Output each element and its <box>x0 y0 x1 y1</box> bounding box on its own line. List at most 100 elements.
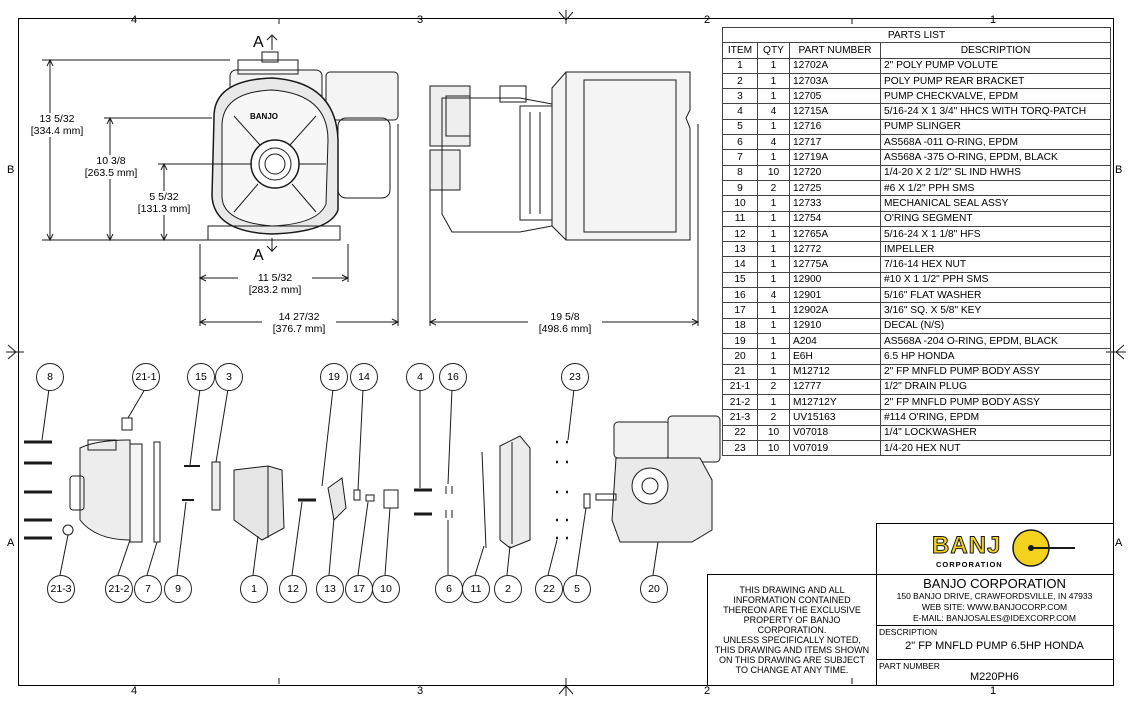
part-item: 19 <box>722 332 758 350</box>
part-qty: 2 <box>757 378 790 396</box>
balloon-item: 20 <box>640 575 668 603</box>
part-description: AS568A -375 O-RING, EPDM, BLACK <box>880 149 1111 166</box>
part-number: 12716 <box>789 118 881 136</box>
balloon-item: 6 <box>435 575 463 603</box>
part-item: 14 <box>722 256 758 273</box>
balloon-item: 22 <box>535 575 563 603</box>
part-description: 6.5 HP HONDA <box>880 348 1111 365</box>
balloon-item: 8 <box>36 363 64 391</box>
part-description: 1/2" DRAIN PLUG <box>880 378 1111 396</box>
dim-overall-height: 13 5/32[334.4 mm] <box>22 113 92 137</box>
part-number: 12717 <box>789 134 881 151</box>
change-notice: UNLESS SPECIFICALLY NOTED, THIS DRAWING … <box>714 635 870 675</box>
balloon-item: 21-1 <box>132 363 160 391</box>
part-description: AS568A -204 O-RING, EPDM, BLACK <box>880 332 1111 350</box>
part-number: 12902A <box>789 302 881 319</box>
dim-base-width: 11 5/32[283.2 mm] <box>238 272 312 296</box>
part-qty: 1 <box>757 225 790 243</box>
part-qty: 1 <box>757 256 790 273</box>
description-label: DESCRIPTION <box>879 627 938 637</box>
zone-left-a: A <box>7 537 15 549</box>
banjo-logo-sub: CORPORATION <box>936 560 1003 569</box>
part-number: V07018 <box>789 424 881 442</box>
col-description: DESCRIPTION <box>880 42 1111 59</box>
part-item: 13 <box>722 241 758 258</box>
part-qty: 1 <box>757 348 790 365</box>
part-description: 5/16-24 X 1 1/8" HFS <box>880 225 1111 243</box>
part-number: UV15163 <box>789 409 881 426</box>
part-number-label: PART NUMBER <box>879 661 940 671</box>
banjo-logo-text: BANJ <box>931 532 1002 560</box>
company-address: 150 BANJO DRIVE, CRAWFORDSVILLE, IN 4793… <box>896 591 1093 601</box>
part-item: 2 <box>722 72 758 90</box>
part-description: PUMP SLINGER <box>880 118 1111 136</box>
dim-mid-height: 10 3/8[263.5 mm] <box>76 155 146 179</box>
part-qty: 1 <box>757 88 790 105</box>
part-qty: 1 <box>757 363 790 380</box>
zone-left-b: B <box>7 164 15 176</box>
logo-box <box>876 523 1114 574</box>
part-description: 1/4-20 HEX NUT <box>880 440 1111 457</box>
zone-bottom-3: 3 <box>417 685 424 697</box>
part-item: 21-1 <box>722 378 758 396</box>
part-item: 11 <box>722 210 758 227</box>
part-qty: 10 <box>757 440 790 457</box>
balloon-item: 9 <box>164 575 192 603</box>
ownership-notice: THIS DRAWING AND ALL INFORMATION CONTAIN… <box>723 585 861 635</box>
part-item: 5 <box>722 118 758 136</box>
part-number: 12775A <box>789 256 881 273</box>
part-number: 12772 <box>789 241 881 258</box>
balloon-item: 19 <box>320 363 348 391</box>
part-qty: 1 <box>757 195 790 212</box>
zone-top-1: 1 <box>990 14 997 26</box>
dim-overall-width: 14 27/32[376.7 mm] <box>262 311 336 335</box>
part-qty: 4 <box>757 287 790 304</box>
part-item: 4 <box>722 103 758 120</box>
part-number: M12712 <box>789 363 881 380</box>
part-qty: 4 <box>757 103 790 120</box>
part-description: 2" FP MNFLD PUMP BODY ASSY <box>880 363 1111 380</box>
part-item: 15 <box>722 271 758 289</box>
title-block: THIS DRAWING AND ALL INFORMATION CONTAIN… <box>707 574 1114 686</box>
part-item: 22 <box>722 424 758 442</box>
part-qty: 1 <box>757 332 790 350</box>
part-qty: 1 <box>757 241 790 258</box>
company-name: BANJO CORPORATION <box>923 576 1066 591</box>
part-item: 6 <box>722 134 758 151</box>
part-item: 21-3 <box>722 409 758 426</box>
part-qty: 1 <box>757 57 790 74</box>
part-number: 12715A <box>789 103 881 120</box>
balloon-item: 16 <box>439 363 467 391</box>
balloon-item: 3 <box>215 363 243 391</box>
balloon-item: 21-2 <box>105 575 133 603</box>
part-description: 5/16-24 X 1 3/4" HHCS WITH TORQ-PATCH <box>880 103 1111 120</box>
part-description: POLY PUMP REAR BRACKET <box>880 72 1111 90</box>
part-number: A204 <box>789 332 881 350</box>
part-description: #10 X 1 1/2" PPH SMS <box>880 271 1111 289</box>
part-description: #114 O'RING, EPDM <box>880 409 1111 426</box>
part-item: 7 <box>722 149 758 166</box>
part-item: 17 <box>722 302 758 319</box>
part-item: 16 <box>722 287 758 304</box>
part-item: 21-2 <box>722 394 758 411</box>
part-description: DECAL (N/S) <box>880 317 1111 334</box>
part-item: 20 <box>722 348 758 365</box>
part-description: 2" POLY PUMP VOLUTE <box>880 57 1111 74</box>
part-number: E6H <box>789 348 881 365</box>
part-qty: 2 <box>757 409 790 426</box>
balloon-item: 10 <box>372 575 400 603</box>
balloon-item: 13 <box>316 575 344 603</box>
balloon-item: 14 <box>350 363 378 391</box>
part-number: 12725 <box>789 179 881 197</box>
